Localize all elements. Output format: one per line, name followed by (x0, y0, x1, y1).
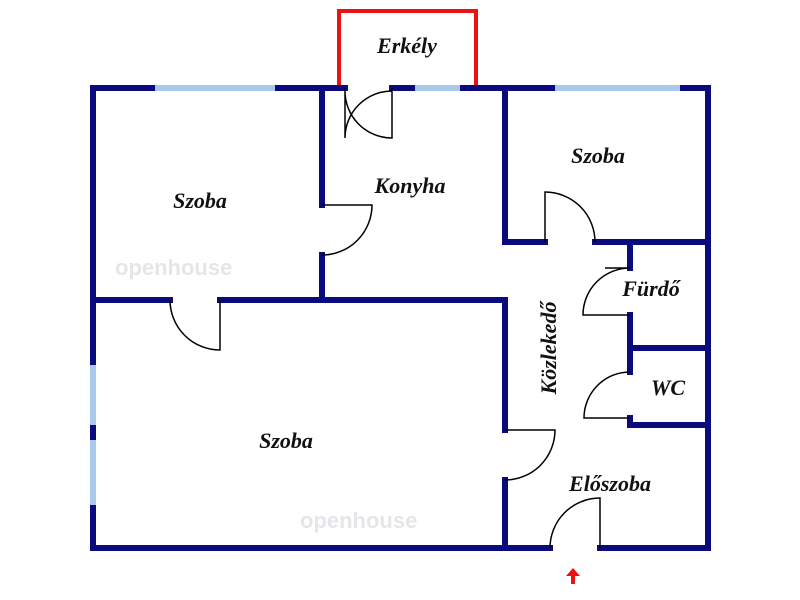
label-hall: Előszoba (568, 471, 651, 496)
windows (90, 85, 680, 505)
label-wc: WC (651, 375, 686, 400)
label-corridor: Közlekedő (536, 300, 561, 396)
label-room-top-left: Szoba (173, 188, 227, 213)
label-balcony: Erkély (376, 33, 437, 58)
watermarks: openhouse openhouse (115, 255, 417, 533)
label-room-top-right: Szoba (571, 143, 625, 168)
walls (90, 85, 711, 551)
watermark: openhouse (115, 255, 232, 280)
entrance-arrow-icon (566, 568, 580, 584)
label-room-large: Szoba (259, 428, 313, 453)
doors (169, 88, 631, 549)
watermark: openhouse (300, 508, 417, 533)
balcony-outline (337, 9, 478, 88)
label-kitchen: Konyha (374, 173, 446, 198)
label-bathroom: Fürdő (621, 276, 681, 301)
